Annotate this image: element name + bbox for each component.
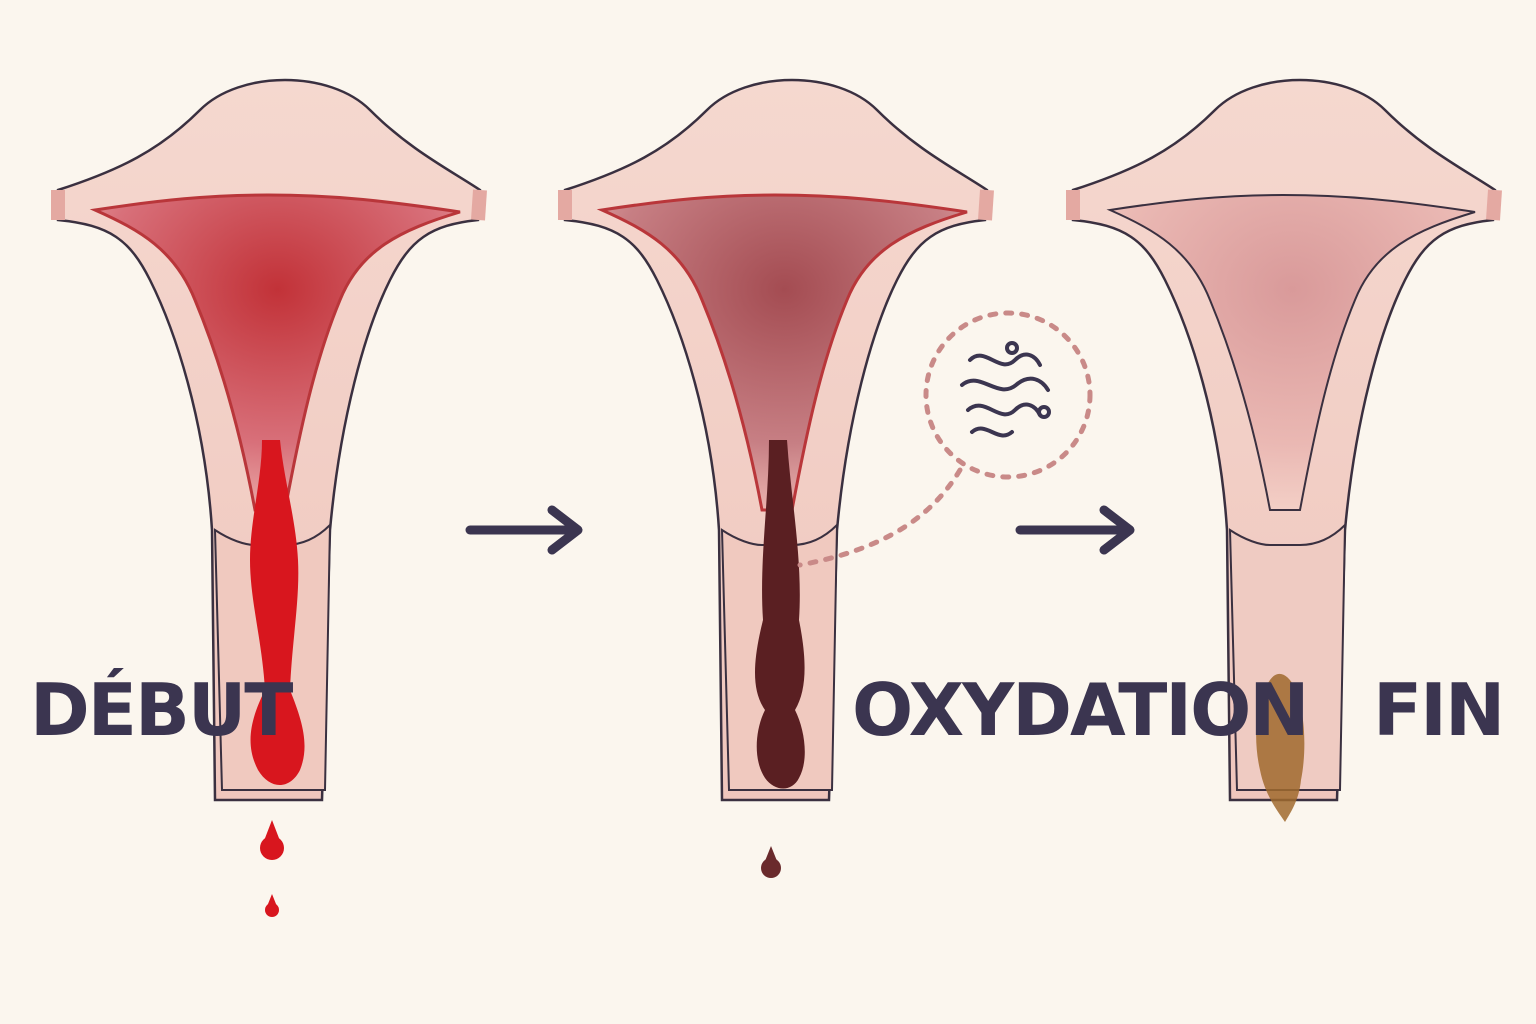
blood-flow — [755, 440, 805, 789]
tube-right — [978, 189, 994, 221]
dotted-connector — [797, 467, 963, 568]
right-arrow-icon — [1015, 505, 1135, 555]
label-oxydation: OXYDATION — [852, 668, 1308, 752]
uterine-cavity — [89, 193, 461, 512]
oxidation-callout — [797, 310, 1093, 568]
uterus-debut — [51, 78, 487, 917]
tube-right — [471, 189, 487, 221]
air-waves-icon — [960, 341, 1051, 438]
blood-drop-1-tip — [262, 820, 282, 846]
label-debut: DÉBUT — [30, 668, 293, 752]
uterine-cavity — [1106, 193, 1476, 511]
uterine-cavity — [596, 193, 968, 512]
tube-right — [1486, 189, 1502, 221]
blood-drop-1-tip — [763, 846, 779, 866]
blood-flow — [250, 440, 305, 785]
right-arrow-icon — [465, 505, 583, 555]
blood-drop-2-tip — [266, 894, 278, 909]
uterus-oxydation — [558, 78, 994, 878]
label-fin: FIN — [1373, 668, 1503, 752]
dotted-circle — [923, 310, 1093, 480]
brown-discharge — [1256, 673, 1305, 822]
uterus-fin — [1066, 78, 1502, 822]
